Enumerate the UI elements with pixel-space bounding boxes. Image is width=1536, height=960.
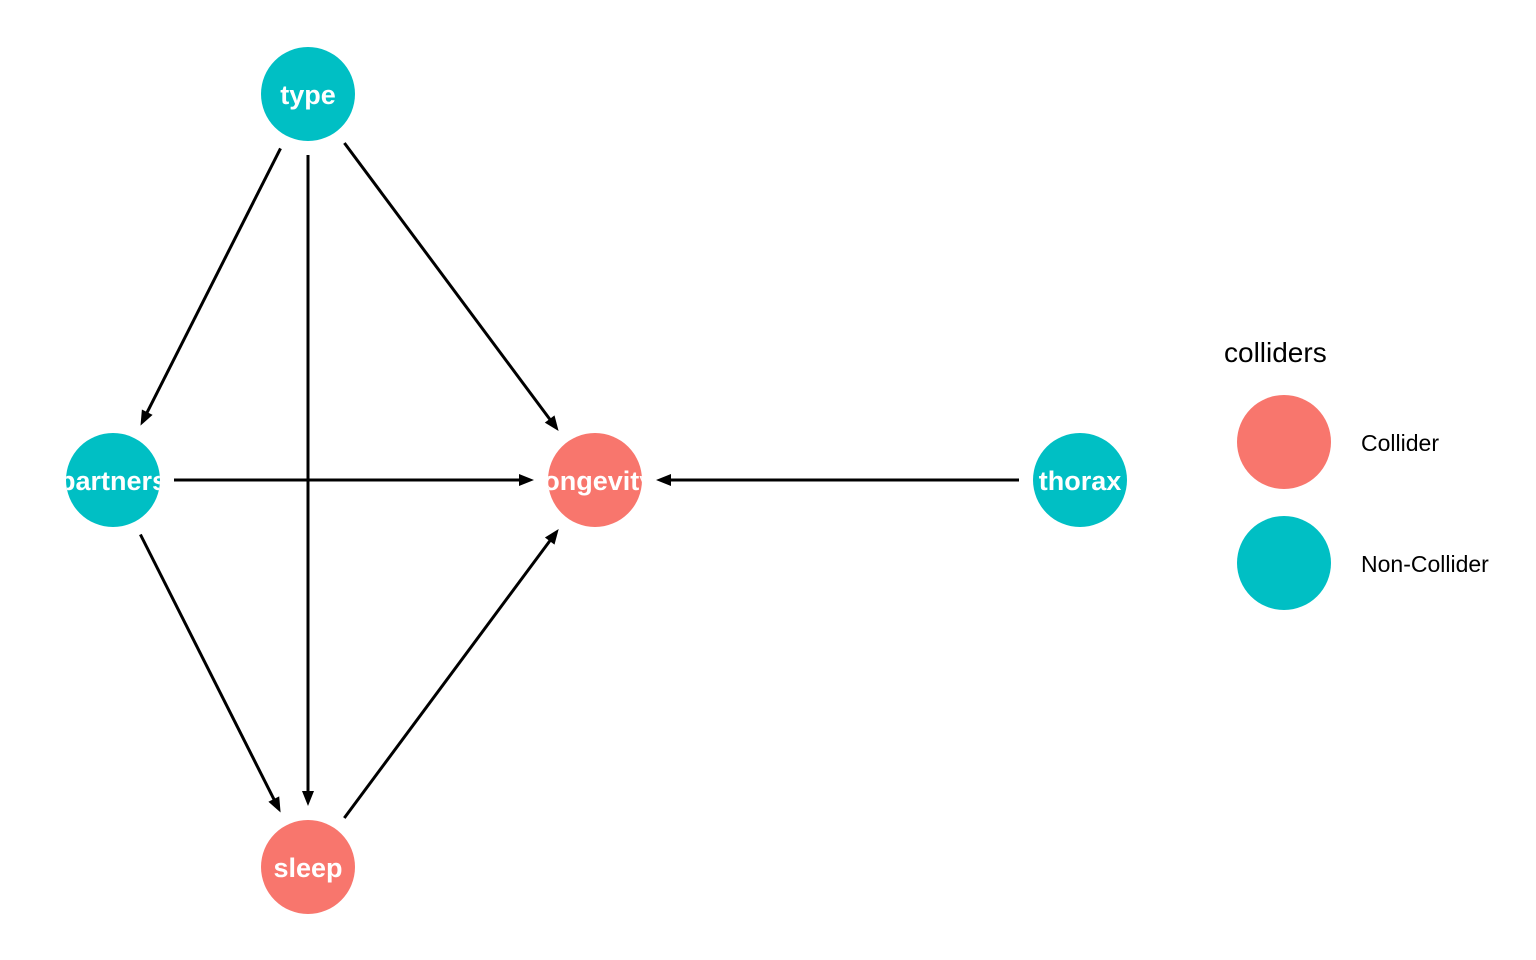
arrowhead <box>544 529 559 545</box>
node-thorax-label: thorax <box>1039 466 1122 496</box>
edge-partners-to-longevity <box>174 474 534 486</box>
node-type[interactable]: type <box>261 47 355 141</box>
edge-line <box>343 537 553 819</box>
node-thorax[interactable]: thorax <box>1033 433 1127 527</box>
edge-thorax-to-longevity <box>656 474 1019 486</box>
legend-label-collider: Collider <box>1361 430 1439 456</box>
legend-swatch-non-collider <box>1237 516 1331 610</box>
node-partners-label: partners <box>59 466 167 496</box>
node-sleep[interactable]: sleep <box>261 820 355 914</box>
arrowhead <box>302 791 314 806</box>
legend-item-non-collider: Non-Collider <box>1237 516 1489 610</box>
node-longevity-label: longevity <box>536 466 655 496</box>
node-type-label: type <box>280 80 336 110</box>
legend-title: colliders <box>1224 337 1327 368</box>
node-sleep-circle <box>261 820 355 914</box>
edge-layer <box>139 142 1019 819</box>
node-thorax-circle <box>1033 433 1127 527</box>
node-sleep-label: sleep <box>273 853 342 883</box>
arrowhead <box>656 474 671 486</box>
node-type-circle <box>261 47 355 141</box>
edge-type-to-partners <box>140 147 282 426</box>
arrowhead <box>519 474 534 486</box>
legend: colliders Collider Non-Collider <box>1224 337 1489 610</box>
legend-swatch-collider <box>1237 395 1331 489</box>
legend-item-collider: Collider <box>1237 395 1439 489</box>
arrowhead <box>140 409 153 426</box>
edge-type-to-longevity <box>343 142 559 431</box>
node-longevity[interactable]: longevity <box>536 433 655 527</box>
arrowhead <box>268 796 281 813</box>
node-longevity-circle <box>548 433 642 527</box>
edge-type-to-sleep <box>302 155 314 806</box>
edge-sleep-to-longevity <box>343 529 559 819</box>
edge-line <box>139 533 277 803</box>
edge-partners-to-sleep <box>139 533 281 813</box>
legend-label-non-collider: Non-Collider <box>1361 551 1489 577</box>
node-partners-circle <box>66 433 160 527</box>
edge-line <box>343 142 553 423</box>
node-partners[interactable]: partners <box>59 433 167 527</box>
edge-line <box>144 147 282 416</box>
arrowhead <box>544 415 559 431</box>
